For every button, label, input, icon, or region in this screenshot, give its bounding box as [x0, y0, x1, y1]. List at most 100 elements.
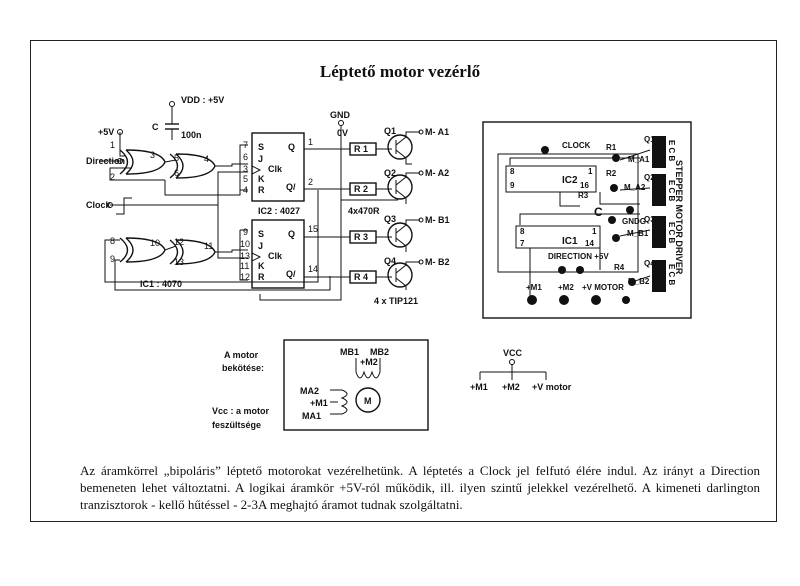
motor-coil-b — [355, 358, 381, 379]
transistor-q1 — [387, 134, 413, 160]
pcb-ic2-label: IC2 — [562, 175, 578, 186]
pcb-inner — [497, 153, 639, 273]
pcb-r1: R1 — [606, 143, 617, 152]
pcb-layout: CLOCK 8 9 IC2 16 1 8 7 IC1 14 1 R1 R2 R3… — [482, 121, 692, 319]
label-ma1: M- A1 — [425, 127, 449, 137]
wire-gnd-bus — [259, 126, 398, 301]
sheet-frame — [30, 40, 777, 522]
pin-xor4-12: 12 — [174, 237, 184, 247]
ff1-pin-2: 2 — [308, 177, 313, 187]
flipflop-ic2: S J Clk K R Q Q/ 7 6 3 5 4 1 2 IC2 : 402… — [240, 132, 318, 289]
ff2-clock-arrow — [251, 252, 262, 262]
label-transistor-value: 4 x TIP121 — [374, 296, 418, 306]
pin-xor1-2: 2 — [110, 172, 115, 182]
pcb-mb2: M_B2 — [628, 277, 650, 286]
wire-xor1-lower — [109, 167, 165, 181]
vcc-label: VCC — [503, 348, 523, 358]
motor-symbol — [355, 387, 381, 413]
vcc-m2: +M2 — [502, 382, 520, 392]
motor-ma2: MA2 — [300, 386, 319, 396]
ff1-pin-4: 4 — [243, 185, 248, 195]
pcb-ic2-16: 16 — [580, 181, 589, 190]
label-mb1: M- B1 — [425, 215, 450, 225]
ff1-r: R — [258, 185, 265, 195]
label-r4: R 4 — [354, 272, 368, 282]
terminal-vdd — [169, 101, 175, 107]
wire-clock-ff1 — [110, 171, 248, 206]
motor-label-2: bekötése: — [222, 363, 264, 373]
wire-feedback-lower — [114, 259, 331, 291]
pcb-ecb-2: E C B — [667, 180, 676, 202]
vcc-tree — [479, 365, 547, 380]
pcb-q4: Q4 — [644, 259, 655, 268]
motor-vcc-note-1: Vcc : a motor — [212, 406, 270, 416]
wire-r-to-q — [376, 148, 392, 278]
ff1-q: Q — [288, 142, 295, 152]
wire-5v-to-xor1 — [119, 132, 126, 157]
pin-xor2-5: 5 — [174, 153, 179, 163]
motor-plus-m2: +M2 — [360, 357, 378, 367]
pin-xor4-11: 11 — [204, 241, 213, 251]
description-paragraph: Az áramkörrel „bipoláris” léptető motoro… — [80, 463, 760, 512]
motor-m: M — [364, 396, 372, 406]
flipflop-bottom — [251, 219, 305, 289]
pcb-ic2-1: 1 — [588, 167, 593, 176]
ff2-pin-11: 11 — [240, 261, 249, 271]
label-q1: Q1 — [384, 126, 396, 136]
pcb-ic2 — [505, 165, 597, 193]
label-clock: Clock — [86, 200, 112, 210]
terminal-mb1 — [418, 217, 424, 223]
ff2-j: J — [258, 241, 263, 251]
pcb-q1: Q1 — [644, 135, 655, 144]
wire-q-outputs — [405, 131, 420, 265]
transistor-q3 — [387, 222, 413, 248]
pcb-ic1-7: 7 — [520, 239, 525, 248]
rising-edge-symbol — [116, 197, 132, 215]
motor-ma1: MA1 — [302, 411, 321, 421]
pcb-outline — [482, 121, 692, 319]
ff2-qbar: Q/ — [286, 269, 296, 279]
ff1-pin-3: 3 — [243, 164, 248, 174]
motor-label-1: A motor — [224, 350, 259, 360]
transistor-q4 — [387, 262, 413, 288]
pcb-q1-header — [652, 136, 666, 168]
vcc-m1: +M1 — [470, 382, 488, 392]
page-title: Léptető motor vezérlő — [319, 62, 481, 81]
wire-s-r-ff2 — [239, 229, 248, 281]
xor-gate-1 — [119, 149, 166, 175]
pin-xor2-4: 4 — [204, 154, 209, 164]
pcb-ma1: M_A1 — [628, 155, 650, 164]
ff1-clk: Clk — [268, 164, 283, 174]
pin-xor3-8: 8 — [110, 236, 115, 246]
label-ic1: IC1 : 4070 — [140, 279, 182, 289]
label-r2: R 2 — [354, 184, 368, 194]
label-r1: R 1 — [354, 144, 368, 154]
motor-vcc-note-2: feszültsége — [212, 420, 261, 430]
ff1-s: S — [258, 142, 264, 152]
motor-plus-m1: +M1 — [310, 398, 328, 408]
pin-xor1-3: 3 — [150, 150, 155, 160]
motor-mb2: MB2 — [370, 347, 389, 357]
vcc-terminal — [509, 359, 515, 365]
output-stage: GND 0V R 1 R 2 R 3 R 4 4x470R — [259, 110, 450, 306]
ff2-r: R — [258, 272, 265, 282]
label-q4: Q4 — [384, 256, 396, 266]
ff1-pin-1: 1 — [308, 137, 313, 147]
motor-coil-a — [330, 389, 348, 415]
ff2-k: K — [258, 261, 265, 271]
pcb-vertical-title: STEPPER MOTOR DRIVER — [674, 160, 684, 275]
terminal-ma1 — [418, 129, 424, 135]
pcb-gndg: GNDG — [622, 217, 646, 226]
label-gnd: GND — [330, 110, 351, 120]
transistor-q2 — [387, 174, 413, 200]
ff2-q: Q — [288, 229, 295, 239]
pcb-direction-5v: DIRECTION +5V — [548, 252, 609, 261]
label-r3: R 3 — [354, 232, 368, 242]
ff2-pin-13: 13 — [240, 251, 250, 261]
ff2-pin-12: 12 — [240, 272, 250, 282]
pcb-c: C — [594, 205, 603, 219]
pcb-ic2-8: 8 — [510, 167, 515, 176]
pin-xor4-13: 13 — [174, 257, 184, 267]
ff2-pin-15: 15 — [308, 224, 318, 234]
ff1-qbar: Q/ — [286, 182, 296, 192]
